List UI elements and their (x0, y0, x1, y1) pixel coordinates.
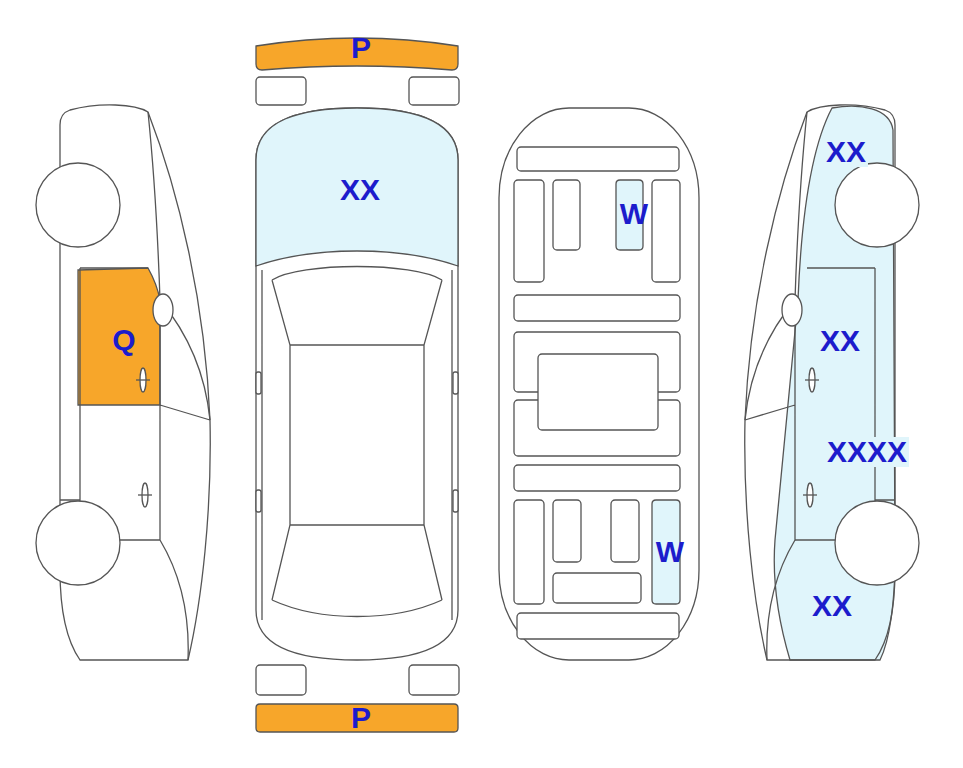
damage-code: XX (818, 326, 862, 356)
underside-part: W (605, 175, 655, 255)
damage-code: W (656, 537, 684, 567)
underside-part (514, 295, 680, 321)
underside-part (514, 180, 544, 282)
handle-symbol (256, 490, 261, 512)
light-symbol (256, 665, 306, 695)
damage-code: XX (810, 591, 854, 621)
light-symbol (409, 665, 459, 695)
light-symbol (256, 77, 306, 105)
underside-outline (499, 108, 699, 660)
panel-fill (256, 108, 458, 266)
left-side-view (36, 105, 210, 660)
right-side-view (745, 105, 919, 660)
underside-part: W (645, 495, 695, 610)
car-body-lines (262, 267, 452, 621)
underside-part (553, 500, 581, 562)
damage-code: XXXX (825, 437, 909, 467)
panel-fill (78, 268, 160, 405)
panel-fill (256, 704, 458, 732)
car-body-outline (256, 108, 458, 660)
damage-code: XX (340, 175, 380, 205)
underside-part (652, 180, 680, 282)
hood-panel: XX (250, 104, 464, 270)
damage-code: XX (824, 137, 868, 167)
underside-part (553, 573, 641, 603)
bumper-panel: P (250, 700, 464, 738)
mirror-symbol (453, 372, 458, 394)
damage-code: P (351, 33, 371, 63)
damage-code: P (351, 703, 371, 733)
handle-symbol (453, 490, 458, 512)
underside-part (538, 354, 658, 430)
damage-code: W (620, 199, 648, 229)
underside-part (553, 180, 580, 250)
bumper-panel: P (250, 30, 464, 76)
underside-part (514, 500, 544, 604)
damage-panel: Q (70, 262, 170, 412)
underside-part (517, 613, 679, 639)
underside-part (514, 465, 680, 491)
underside-part (611, 500, 639, 562)
light-symbol (409, 77, 459, 105)
damage-code: Q (112, 325, 135, 355)
mirror-symbol (256, 372, 261, 394)
underside-part (517, 147, 679, 171)
